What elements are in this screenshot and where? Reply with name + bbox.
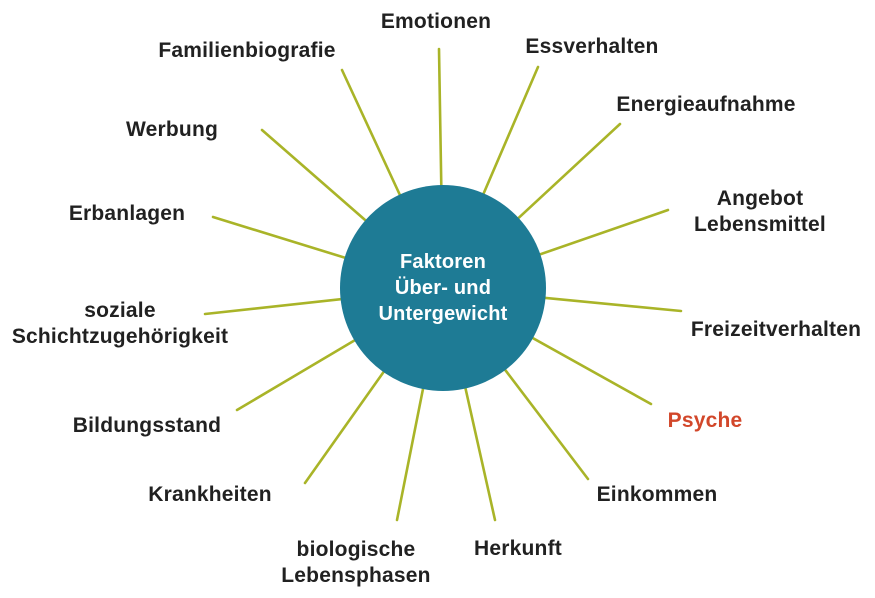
factor-label: Werbung	[125, 118, 219, 141]
factor-label: Psyche	[667, 409, 743, 432]
factor-label: Erbanlagen	[68, 202, 186, 225]
central-node-circle	[340, 185, 546, 391]
factor-label: Bildungsstand	[72, 414, 222, 437]
factor-label: soziale Schichtzugehörigkeit	[11, 299, 229, 348]
factor-label: Familienbiografie	[158, 39, 336, 62]
factor-label: Krankheiten	[148, 483, 272, 506]
factor-label: biologische Lebensphasen	[281, 538, 431, 587]
factor-label: Einkommen	[596, 483, 718, 506]
factor-label: Herkunft	[474, 537, 562, 560]
factor-label: Energieaufnahme	[616, 93, 796, 116]
factor-label: Essverhalten	[525, 35, 659, 58]
factor-label: Freizeitverhalten	[690, 318, 862, 341]
central-node-label: Faktoren Über- und Untergewicht	[378, 251, 508, 325]
factor-label: Angebot Lebensmittel	[694, 187, 826, 236]
factor-label: Emotionen	[380, 10, 492, 33]
